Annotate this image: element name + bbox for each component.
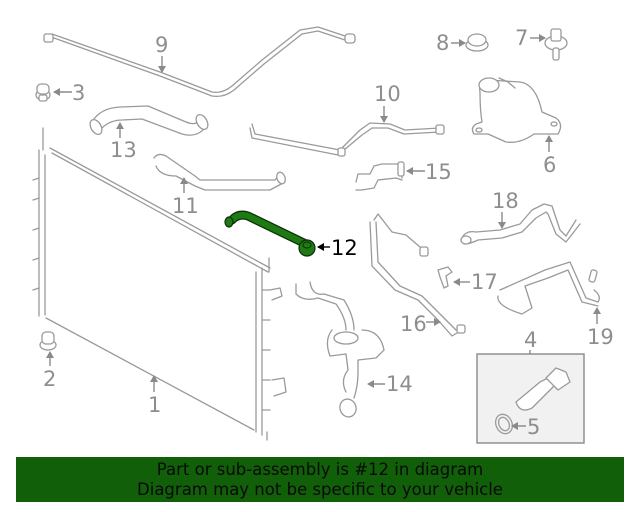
svg-text:2: 2: [43, 367, 56, 391]
part-13-upper-hose[interactable]: [88, 105, 211, 136]
svg-text:14: 14: [386, 372, 413, 396]
part-3-bushing[interactable]: [35, 83, 51, 102]
part-8-cap[interactable]: [465, 33, 489, 52]
callout-1: 1: [148, 375, 161, 417]
callout-3: 3: [53, 81, 85, 105]
svg-text:19: 19: [587, 325, 614, 349]
info-banner: Part or sub-assembly is #12 in diagram D…: [16, 457, 624, 502]
svg-text:7: 7: [515, 26, 528, 50]
svg-text:15: 15: [425, 160, 452, 184]
part-2-bushing[interactable]: [39, 331, 57, 351]
part-18-return-hose[interactable]: [460, 203, 581, 245]
part-1-radiator[interactable]: [32, 127, 287, 441]
part-16-vent-line[interactable]: [369, 213, 466, 337]
callout-14: 14: [367, 372, 413, 396]
svg-text:18: 18: [492, 189, 519, 213]
svg-text:16: 16: [400, 312, 427, 336]
banner-line-disclaimer: Diagram may not be specific to your vehi…: [137, 480, 503, 499]
svg-text:17: 17: [471, 270, 498, 294]
callout-2: 2: [43, 351, 56, 391]
svg-text:13: 13: [110, 138, 137, 162]
svg-text:1: 1: [148, 393, 161, 417]
part-9-overflow-tube[interactable]: [43, 26, 356, 98]
banner-line-part: Part or sub-assembly is #12 in diagram: [156, 460, 484, 479]
part-19-supply-hose[interactable]: [497, 261, 600, 315]
callout-11: 11: [172, 177, 199, 218]
part-7-bolt[interactable]: [544, 28, 568, 61]
part-6-coolant-reservoir[interactable]: [471, 77, 562, 143]
callout-9: 9: [155, 33, 168, 73]
svg-text:9: 9: [155, 33, 168, 57]
part-14-outlet-hose[interactable]: [295, 281, 385, 419]
svg-text:11: 11: [172, 194, 199, 218]
callout-5: 5: [511, 415, 540, 439]
svg-text:12: 12: [331, 236, 358, 260]
callout-13: 13: [110, 122, 137, 162]
parts-diagram: 9 3 13 11 10 8 7 6 15 18 12 17: [32, 26, 614, 444]
part-10-coolant-line[interactable]: [249, 122, 445, 157]
svg-text:5: 5: [527, 415, 540, 439]
svg-text:10: 10: [374, 82, 401, 106]
callout-12: 12: [317, 236, 358, 260]
callout-19: 19: [587, 307, 614, 349]
callout-4: 4: [524, 328, 537, 354]
part-5-o-ring[interactable]: [493, 412, 516, 437]
callout-18: 18: [492, 189, 519, 229]
svg-text:4: 4: [524, 328, 537, 352]
callout-8: 8: [436, 31, 466, 55]
part-17-connector[interactable]: [437, 266, 453, 289]
callout-7: 7: [515, 26, 546, 50]
part-15-heater-hose[interactable]: [355, 161, 405, 191]
svg-text:6: 6: [543, 153, 556, 177]
callout-17: 17: [453, 270, 498, 294]
part-4-drain-plug-kit[interactable]: [476, 353, 585, 444]
callout-15: 15: [406, 160, 452, 184]
callout-16: 16: [400, 312, 441, 336]
svg-text:8: 8: [436, 31, 449, 55]
callout-10: 10: [374, 82, 401, 123]
part-12-bypass-hose[interactable]: [224, 210, 316, 257]
part-11-lower-hose[interactable]: [153, 153, 287, 191]
callout-6: 6: [543, 135, 556, 177]
svg-text:3: 3: [72, 81, 85, 105]
